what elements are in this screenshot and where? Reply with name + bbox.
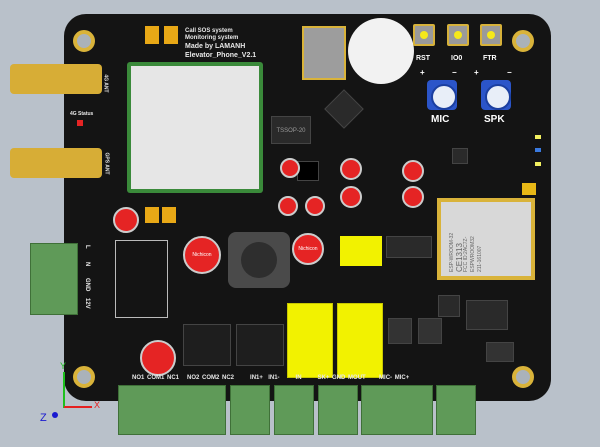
led [535, 148, 541, 152]
ic [452, 148, 468, 164]
inductor [228, 232, 290, 288]
relay-1 [287, 303, 333, 378]
electrolytic-capacitor: Nichicon [292, 233, 324, 265]
antenna-label: GPS ANT [103, 152, 110, 175]
pot-label: MIC [431, 114, 450, 125]
electrolytic-capacitor [402, 186, 424, 208]
tantalum-cap [164, 26, 178, 44]
button-label: FTR [483, 55, 497, 62]
terminal-block[interactable] [318, 385, 358, 435]
button-label: IO0 [451, 55, 463, 62]
input-terminal-block[interactable] [274, 385, 314, 435]
pin-label: 12V [84, 298, 90, 309]
mounting-hole [73, 30, 95, 52]
plus-sign: + [420, 68, 425, 77]
speaker-terminal-block[interactable] [361, 385, 433, 435]
tssop-ic: TSSOP-20 [271, 116, 311, 144]
pin-label: L [84, 245, 90, 249]
sma-connector-4g [10, 64, 102, 94]
status-label: 4G Status [70, 111, 94, 117]
mosfet [418, 318, 442, 344]
voltage-regulator [183, 324, 231, 366]
ftr-button[interactable] [480, 24, 502, 46]
plus-sign: + [474, 68, 479, 77]
minus-sign: − [507, 68, 512, 77]
spk-potentiometer[interactable] [481, 80, 511, 110]
ic [297, 161, 319, 181]
electrolytic-capacitor [340, 186, 362, 208]
minus-sign: − [452, 68, 457, 77]
relay-2 [337, 303, 383, 378]
relay-terminal-block[interactable] [118, 385, 226, 435]
x-axis [64, 406, 92, 408]
electrolytic-capacitor: Nichicon [183, 236, 221, 274]
antenna-label: 4G ANT [102, 74, 109, 93]
ic [438, 295, 460, 317]
electrolytic-capacitor [280, 158, 300, 178]
pin-label: GND [84, 278, 90, 292]
electrolytic-capacitor [402, 160, 424, 182]
transformer-outline [115, 240, 168, 318]
z-axis [52, 412, 58, 418]
esp-ce: CE1313 [455, 243, 464, 272]
esp-fcc: FCC ID:2AC7Z-ESPWROOM32 [463, 236, 476, 272]
diode [486, 342, 514, 362]
mic-terminal-block[interactable] [436, 385, 476, 435]
tantalum-cap [145, 26, 159, 44]
button-label: RST [416, 55, 430, 62]
pin-label: N [84, 262, 90, 267]
rst-button[interactable] [413, 24, 435, 46]
led [535, 162, 541, 166]
electrolytic-capacitor [278, 196, 298, 216]
buzzer [348, 18, 414, 84]
4g-module [127, 62, 263, 193]
status-led [77, 120, 83, 126]
electrolytic-capacitor [113, 207, 139, 233]
mounting-hole [512, 30, 534, 52]
esp-code: 211-161007 [477, 245, 483, 272]
tantalum-cap [145, 207, 159, 223]
sma-connector-gps [10, 148, 102, 178]
sim-holder [302, 26, 346, 80]
x-axis-label: X [94, 400, 101, 410]
pot-label: SPK [484, 114, 505, 125]
mic-potentiometer[interactable] [427, 80, 457, 110]
electrolytic-capacitor [340, 158, 362, 180]
mounting-hole [73, 366, 95, 388]
ic [466, 300, 508, 330]
mounting-hole [512, 366, 534, 388]
ic [386, 236, 432, 258]
electrolytic-capacitor [305, 196, 325, 216]
input-terminal-block[interactable] [230, 385, 270, 435]
mosfet [388, 318, 412, 344]
tantalum-cap [162, 207, 176, 223]
voltage-regulator [236, 324, 284, 366]
y-axis-label: Y [60, 361, 67, 371]
esp32-module: ESP-WROOM-32 CE1313 FCC ID:2AC7Z-ESPWROO… [437, 198, 535, 280]
z-axis-label: Z [40, 412, 47, 424]
led [535, 135, 541, 139]
tantalum-cap [522, 183, 536, 195]
electrolytic-capacitor [140, 340, 176, 376]
y-axis [63, 372, 65, 408]
power-terminal-block[interactable] [30, 243, 78, 315]
io0-button[interactable] [447, 24, 469, 46]
optocoupler [340, 236, 382, 266]
bottom-pin-labels: NO1 COM1 NC1 NO2 COM2 NC2 IN1+ IN1- IN S… [132, 375, 410, 381]
